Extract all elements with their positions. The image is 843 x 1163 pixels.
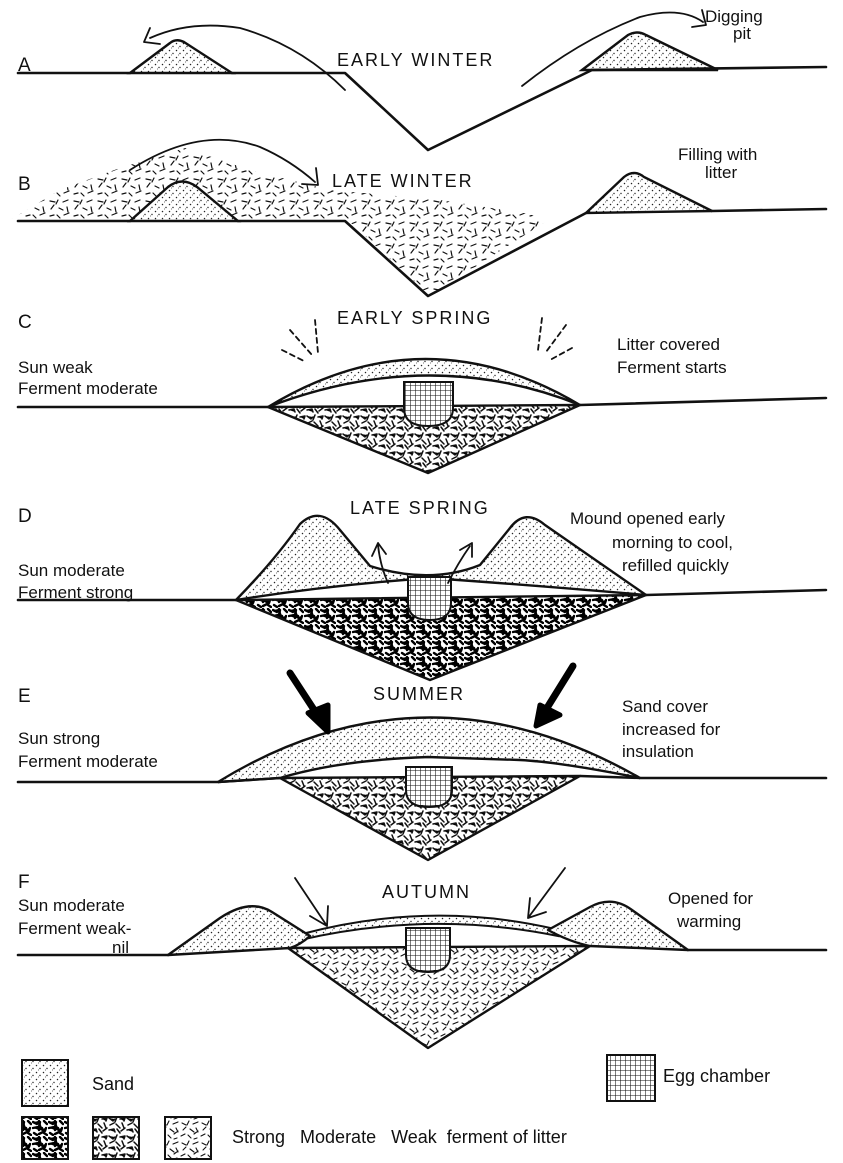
right-note-line: pit: [733, 24, 751, 43]
right-note-line: Litter covered: [617, 335, 720, 354]
left-note-line: Sun moderate: [18, 561, 125, 580]
panel-b: B LATE WINTER Filling with litter: [10, 140, 826, 296]
panel-letter: D: [18, 506, 32, 527]
right-note-line: Filling with: [678, 145, 757, 164]
panel-title: LATE WINTER: [332, 171, 474, 191]
legend-weak-swatch: [165, 1117, 211, 1159]
panel-d: D LATE SPRING Sun moderate Ferment stron…: [18, 498, 826, 680]
left-note-line: Sun strong: [18, 729, 100, 748]
sand-pile: [168, 906, 310, 955]
warming-arrow: [295, 878, 328, 926]
panel-letter: F: [18, 872, 30, 893]
panel-letter: E: [18, 686, 31, 707]
warming-arrow: [528, 868, 565, 918]
sand-pile: [548, 902, 688, 950]
egg-chamber: [406, 767, 452, 807]
right-note-line: litter: [705, 163, 737, 182]
left-note-line: Ferment weak-: [18, 919, 131, 938]
left-note-line: Sun moderate: [18, 896, 125, 915]
sand-pile: [582, 33, 718, 71]
arrowhead: [536, 705, 560, 726]
right-note-line: refilled quickly: [622, 556, 729, 575]
panel-letter: C: [18, 312, 32, 333]
egg-chamber: [406, 928, 450, 972]
panel-e: E SUMMER Sun strong Ferment moderate San…: [18, 666, 826, 860]
left-note-line: Ferment moderate: [18, 752, 158, 771]
panel-a: A EARLY WINTER Digging pit: [18, 7, 826, 150]
right-note-line: insulation: [622, 742, 694, 761]
right-note-line: Mound opened early: [570, 509, 726, 528]
egg-chamber: [408, 577, 451, 620]
legend-sand-label: Sand: [92, 1074, 134, 1094]
panel-c: C EARLY SPRING Sun weak Ferment moderate…: [18, 308, 826, 473]
left-note-line: Ferment moderate: [18, 379, 158, 398]
panel-f: F AUTUMN Sun moderate Ferment weak- nil …: [18, 868, 826, 1048]
arrowhead: [144, 28, 160, 44]
panel-title: LATE SPRING: [350, 498, 490, 518]
legend-strong-swatch: [22, 1117, 68, 1159]
right-note-line: Sand cover: [622, 697, 708, 716]
sand-pile: [586, 173, 712, 213]
panel-title: EARLY SPRING: [337, 308, 492, 328]
legend-ferment-label: Strong Moderate Weak ferment of litter: [232, 1127, 567, 1147]
sand-pile: [130, 40, 232, 73]
right-note-line: warming: [676, 912, 741, 931]
ground-line: [18, 67, 826, 150]
legend-sand-swatch: [22, 1060, 68, 1106]
right-note-line: Ferment starts: [617, 358, 727, 377]
left-note-line: Sun weak: [18, 358, 93, 377]
right-note-line: Opened for: [668, 889, 753, 908]
legend-egg-label: Egg chamber: [663, 1066, 770, 1086]
panel-letter: B: [18, 174, 31, 195]
legend-moderate-swatch: [93, 1117, 139, 1159]
panel-title: AUTUMN: [382, 882, 471, 902]
arrowhead: [460, 543, 472, 557]
panel-title: SUMMER: [373, 684, 465, 704]
legend-egg-swatch: [607, 1055, 655, 1101]
right-note-line: morning to cool,: [612, 533, 733, 552]
legend: Sand Egg chamber Strong Moderate Weak fe…: [22, 1055, 770, 1159]
egg-chamber: [404, 382, 453, 426]
right-note-line: increased for: [622, 720, 721, 739]
panel-title: EARLY WINTER: [337, 50, 494, 70]
